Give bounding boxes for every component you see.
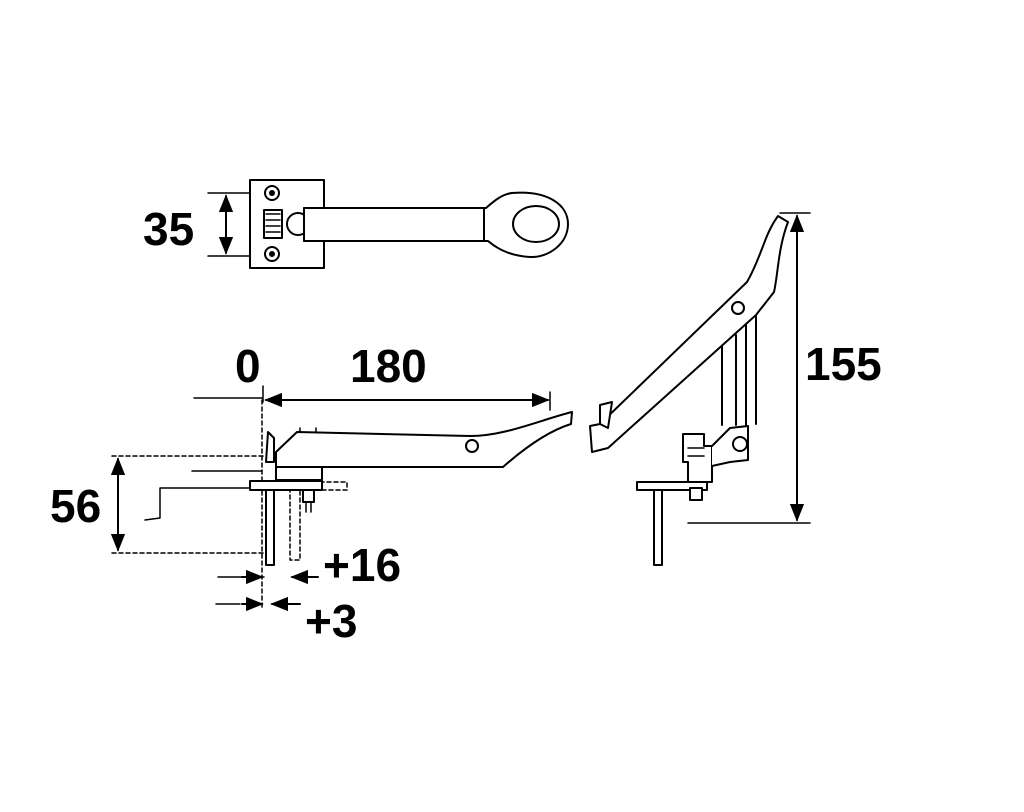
side-open-bracket-plate: [636, 481, 708, 491]
top-view-lever-arm: [303, 191, 569, 259]
top-view-screw-lower: [264, 246, 280, 262]
dimension-label-35: 35: [143, 203, 195, 255]
dimension-label-155: 155: [805, 338, 882, 390]
dimension-label-56: 56: [50, 480, 102, 532]
dimension-label-0: 0: [235, 340, 261, 392]
side-closed-lever-pin: [465, 439, 479, 453]
dimension-label-180: 180: [350, 340, 427, 392]
side-closed-bracket-plate: [249, 480, 323, 491]
top-view-screw-upper: [264, 185, 280, 201]
dimension-label-plus3: +3: [305, 595, 358, 647]
dimension-label-plus16: +16: [323, 539, 402, 591]
side-view-open: [589, 212, 811, 566]
side-open-lever: [589, 215, 789, 453]
side-closed-bracket-leg: [265, 489, 275, 566]
side-open-bracket-leg: [653, 489, 663, 566]
top-view: [207, 179, 569, 269]
side-open-lever-pin: [731, 301, 745, 315]
side-open-pivot: [732, 436, 748, 452]
top-view-ring-hole: [512, 205, 560, 243]
side-closed-lever: [275, 411, 573, 468]
side-view-closed: [110, 385, 573, 612]
